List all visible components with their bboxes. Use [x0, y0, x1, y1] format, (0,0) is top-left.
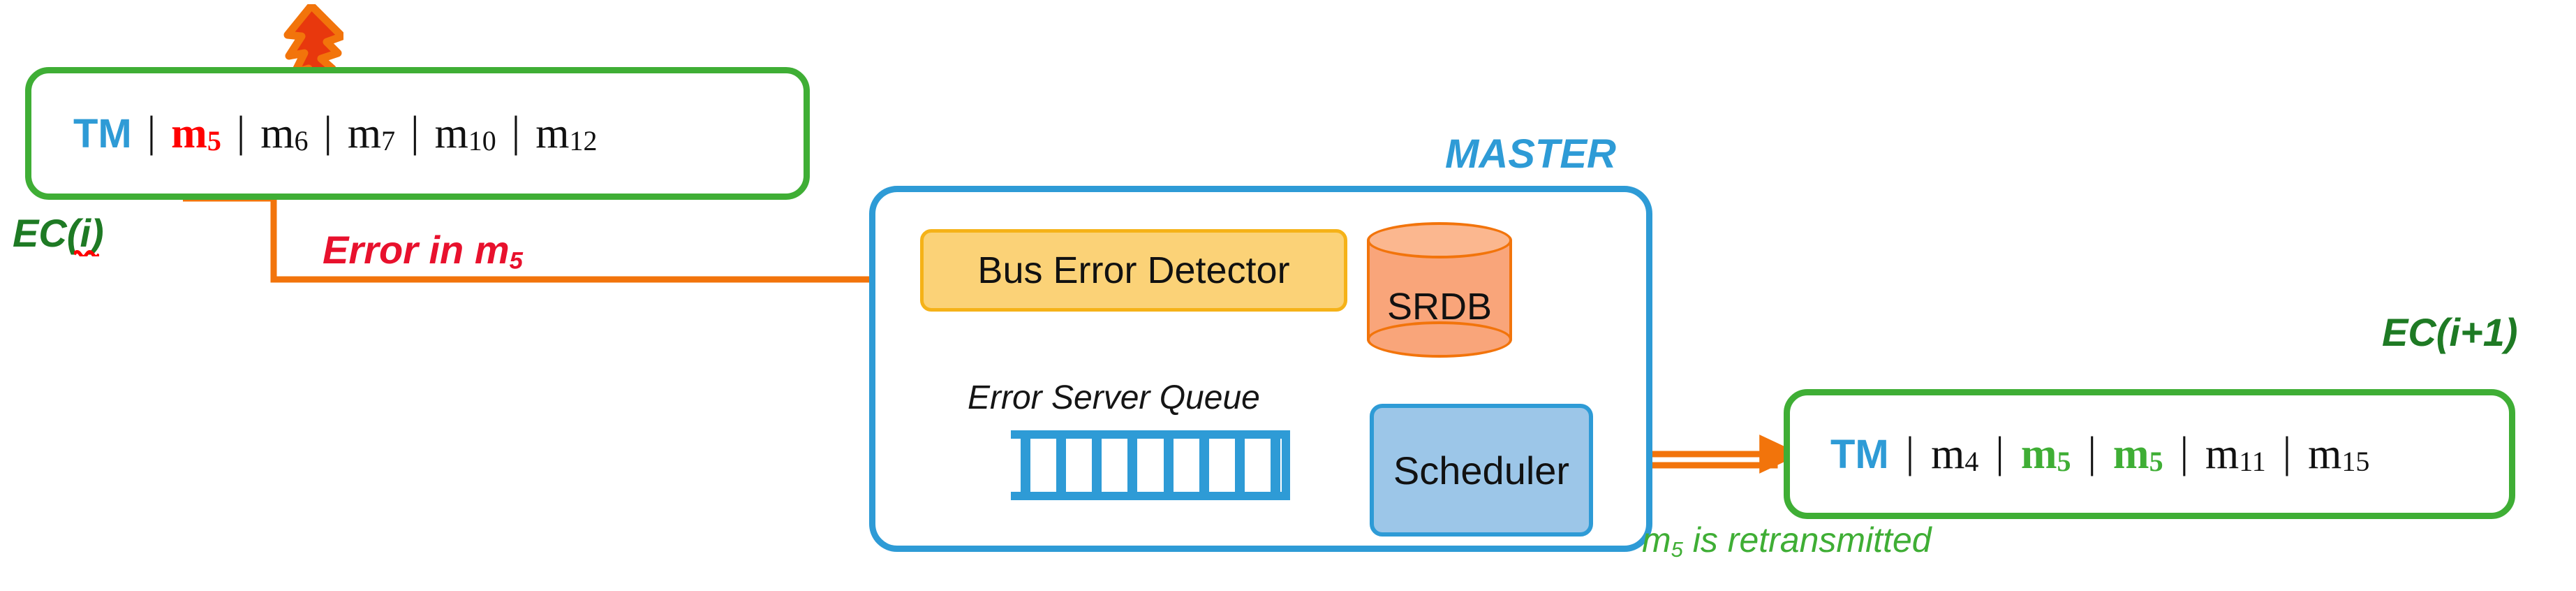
- slot-separator: |: [2087, 429, 2096, 476]
- slot-message-m5-error: m5: [171, 110, 221, 157]
- queue-slot-bar: [1021, 439, 1030, 492]
- error-annotation-label: Error in m5: [323, 228, 523, 275]
- srdb-label-wrap: SRDB: [1367, 256, 1512, 358]
- slot-separator: |: [410, 108, 420, 156]
- slot-separator: |: [2282, 429, 2292, 476]
- slot-message-m4: m4: [1931, 430, 1979, 478]
- bus-error-detector-label: Bus Error Detector: [977, 249, 1290, 291]
- slot-message-m5-a: m5: [2020, 430, 2071, 478]
- queue-slot-bar: [1270, 439, 1280, 492]
- slot-message-m15: m15: [2308, 430, 2370, 478]
- slot-message-m12: m12: [535, 110, 598, 157]
- queue-rail-bottom: [1011, 492, 1290, 500]
- queue-slot-bar: [1092, 439, 1102, 492]
- queue-slot-bar: [1127, 439, 1138, 492]
- error-server-queue[interactable]: [1011, 430, 1290, 500]
- queue-rail-top: [1011, 430, 1290, 439]
- wire-error-to-detector: [183, 195, 935, 299]
- ec-i1-frame: TM | m4 | m5 | m5 | m11 | m15: [1784, 389, 2515, 519]
- slot-message-m10: m10: [434, 110, 496, 157]
- slot-separator: |: [511, 108, 521, 156]
- slot-tm: TM: [73, 111, 132, 156]
- ec-i1-slot-row: TM | m4 | m5 | m5 | m11 | m15: [1790, 429, 2370, 478]
- ec-i-slot-row: TM | m5 | m6 | m7 | m10 | m12: [31, 108, 598, 157]
- srdb-bottom: [1367, 321, 1512, 358]
- master-label: MASTER: [1445, 131, 1616, 177]
- slot-separator: |: [323, 108, 332, 156]
- slot-separator: |: [1995, 429, 2004, 476]
- srdb-top: [1367, 222, 1512, 258]
- queue-slot-bar: [1234, 439, 1245, 492]
- slot-message-m7: m7: [347, 110, 396, 157]
- slot-message-m5-b: m5: [2112, 430, 2163, 478]
- slot-separator: |: [236, 108, 246, 156]
- error-server-queue-label: Error Server Queue: [968, 379, 1260, 416]
- slot-tm: TM: [1830, 432, 1889, 477]
- queue-slot-bar: [1163, 439, 1174, 492]
- slot-message-m11: m11: [2205, 430, 2266, 478]
- srdb-label: SRDB: [1386, 286, 1493, 328]
- scheduler-node[interactable]: Scheduler: [1370, 404, 1593, 537]
- ec-i-label: EC(i): [13, 211, 104, 255]
- queue-slot-bar: [1199, 439, 1209, 492]
- queue-rail-right: [1282, 430, 1290, 500]
- ec-i-frame: TM | m5 | m6 | m7 | m10 | m12: [25, 67, 810, 200]
- scheduler-label: Scheduler: [1393, 448, 1570, 492]
- retransmit-caption: m5 is retransmitted: [1642, 520, 1932, 562]
- queue-slot-bars: [1021, 439, 1280, 492]
- bus-error-detector-node[interactable]: Bus Error Detector: [920, 229, 1347, 312]
- queue-slot-bar: [1056, 439, 1067, 492]
- slot-separator: |: [1905, 429, 1915, 476]
- ec-i1-label: EC(i+1): [2382, 310, 2518, 354]
- slot-message-m6: m6: [260, 110, 309, 157]
- srdb-cylinder[interactable]: SRDB: [1367, 222, 1512, 358]
- slot-separator: |: [2179, 429, 2189, 476]
- slot-separator: |: [147, 108, 156, 156]
- red-squiggle-underline-icon: [74, 250, 99, 256]
